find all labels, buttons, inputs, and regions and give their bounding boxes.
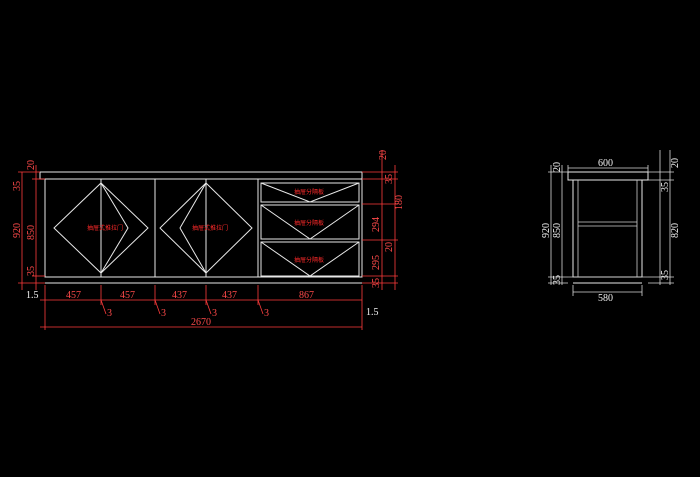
front-r-20: 20	[378, 150, 389, 160]
side-left-35: 35	[552, 275, 563, 285]
bottom-dim-437a: 437	[172, 290, 187, 301]
gap-dim-1: 3	[107, 308, 112, 319]
bottom-dim-457a: 457	[66, 290, 81, 301]
side-right-820: 820	[670, 223, 681, 238]
door-diamond-1b	[100, 181, 129, 275]
total-width-dim: 2670	[191, 317, 211, 328]
bottom-dim-1-5-left: 1.5	[26, 290, 39, 301]
front-left-dimensions: 20 35 850 920 35	[12, 160, 45, 290]
drawer-label-1: 抽屉分隔板	[294, 188, 324, 196]
front-dim-35b: 35	[26, 266, 37, 276]
side-body	[572, 179, 643, 278]
side-left-850: 850	[552, 223, 563, 238]
drawer-label-2: 抽屉分隔板	[294, 219, 324, 227]
front-r-35: 35	[384, 174, 395, 184]
gap-dim-4: 3	[264, 308, 269, 319]
drawer-3-mark	[260, 241, 360, 277]
gap-dim-3: 3	[212, 308, 217, 319]
side-right-20: 20	[670, 158, 681, 168]
front-r-294: 294	[371, 217, 382, 232]
cabinet-body	[44, 178, 363, 278]
side-top-width: 600	[598, 158, 613, 169]
drawer-label-3: 抽屉分隔板	[294, 256, 324, 264]
side-dimensions: 600 580 20 850 920 35 20 35 820 35	[541, 150, 681, 304]
front-bottom-dimensions: 1.5 457 457 437 437 867 1.5 3 3 3 3 2670	[26, 285, 379, 330]
drawer-1-mark	[260, 182, 360, 203]
front-dim-35: 35	[12, 181, 23, 191]
bottom-dim-1-5-right: 1.5	[366, 307, 379, 318]
side-elevation	[567, 171, 649, 284]
front-right-dimensions: 20 35 294 180 20 295 35	[362, 150, 405, 290]
side-bottom-width: 580	[598, 293, 613, 304]
bottom-dim-437b: 437	[222, 290, 237, 301]
countertop	[39, 171, 363, 180]
front-r-20b: 20	[384, 242, 395, 252]
door-label-2: 抽屉式推拉门	[192, 224, 228, 232]
bottom-dim-867: 867	[299, 290, 314, 301]
front-dim-20: 20	[26, 160, 37, 170]
front-elevation: 抽屉式推拉门 抽屉式推拉门 抽屉分隔板 抽屉分隔板 抽屉分隔板	[39, 171, 363, 284]
gap-dim-2: 3	[161, 308, 166, 319]
front-dim-920: 920	[12, 223, 23, 238]
front-r-35b: 35	[371, 278, 382, 288]
front-dim-850: 850	[26, 225, 37, 240]
side-right-35b: 35	[660, 270, 671, 280]
door-diamond-2b	[179, 181, 207, 275]
door-label-1: 抽屉式推拉门	[87, 224, 123, 232]
front-r-295: 295	[371, 255, 382, 270]
side-right-35: 35	[660, 182, 671, 192]
side-left-920: 920	[541, 223, 552, 238]
side-countertop	[567, 171, 649, 181]
drawer-2-mark	[260, 204, 360, 240]
front-r-180: 180	[394, 195, 405, 210]
bottom-dim-457b: 457	[120, 290, 135, 301]
side-left-20: 20	[552, 162, 563, 172]
